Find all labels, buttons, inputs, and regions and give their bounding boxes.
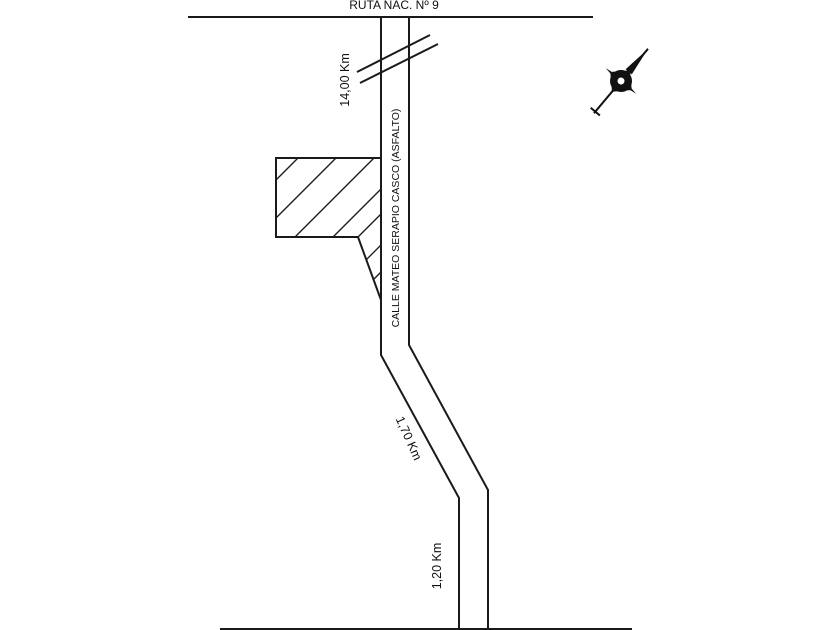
top-road-label: RUTA NAC. Nº 9 bbox=[349, 0, 439, 12]
property-outline bbox=[275, 157, 382, 301]
distance-label-middle: 1,70 Km bbox=[393, 414, 425, 462]
road-break-mark-2 bbox=[359, 43, 439, 84]
property-parcel bbox=[275, 157, 382, 301]
road-break-mark-1 bbox=[356, 34, 431, 73]
main-road-right-edge bbox=[408, 17, 489, 629]
distance-label-bottom: 1,20 Km bbox=[430, 543, 444, 590]
street-name-label: CALLE MATEO SERAPIO CASCO (ASFALTO) bbox=[390, 109, 402, 328]
compass-rose-icon bbox=[590, 48, 649, 117]
distance-label-top: 14,00 Km bbox=[338, 53, 352, 107]
property-hatching bbox=[275, 157, 382, 281]
